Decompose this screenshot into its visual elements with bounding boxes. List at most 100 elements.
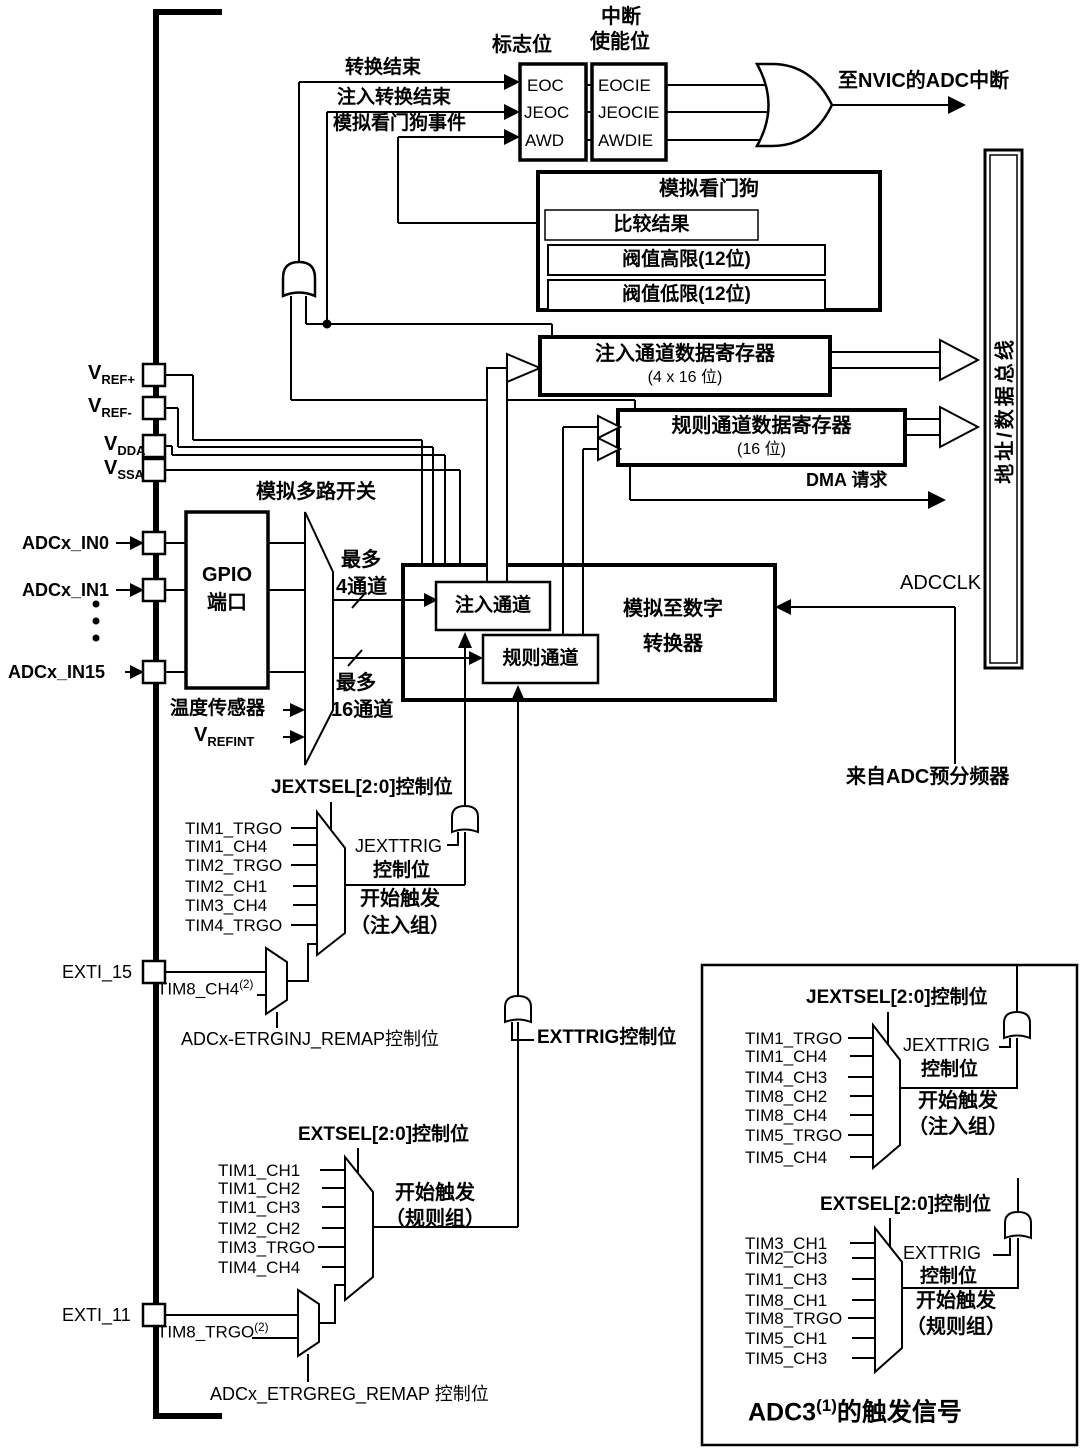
jext-input-3: TIM2_CH1 (185, 877, 268, 896)
adc3-caption: ADC3(1)的触发信号 (748, 1396, 962, 1427)
etrgreg-remap-mux (297, 1288, 320, 1358)
max16-label-1: 最多 (336, 672, 376, 694)
adc3-ext-input-3: TIM8_CH1 (745, 1291, 828, 1310)
signal-jeoc-label: 注入转换结束 (337, 87, 452, 108)
regular-data-register-box (616, 408, 907, 467)
adc3-jext-input-6: TIM5_CH4 (745, 1148, 828, 1167)
adc3-ext-input-5: TIM5_CH1 (745, 1329, 828, 1348)
adc3-extsel-label: EXTSEL[2:0]控制位 (820, 1194, 992, 1215)
adc3-trigger-box (700, 963, 1079, 1447)
max16-label-2: 16通道 (331, 699, 394, 721)
ext-input-4: TIM3_TRGO (218, 1238, 316, 1257)
temp-sensor-label: 温度传感器 (170, 698, 266, 719)
flag-jeoc: JEOC (524, 103, 570, 122)
pin-label-in15: ADCx_IN15 (8, 662, 106, 682)
adc3-inj-start-label-1: 开始触发 (918, 1090, 998, 1112)
jext-input-1: TIM1_CH4 (185, 837, 268, 856)
pin-label-in1: ADCx_IN1 (22, 580, 110, 600)
injected-channels-label: 注入通道 (454, 595, 531, 616)
watchdog-title: 模拟看门狗 (659, 178, 759, 200)
adc3-jext-input-5: TIM5_TRGO (745, 1126, 843, 1145)
injected-register-label-2: (4 x 16 位) (647, 369, 723, 386)
adc3-jext-input-4: TIM8_CH4 (745, 1106, 828, 1125)
enable-bits-title-1: 中断 (601, 6, 641, 28)
pin-label-vssa: VSSA (104, 457, 145, 482)
threshold-high-box (547, 244, 826, 276)
injected-data-register-box (538, 335, 832, 397)
exttrig-and-gate (504, 994, 532, 1024)
ellipsis-dots (92, 600, 100, 642)
ext-input-2: TIM1_CH3 (218, 1198, 301, 1217)
jext-input-2: TIM2_TRGO (185, 856, 283, 875)
tim8-ch4-label: TIM8_CH4(2) (157, 979, 254, 999)
exttrig-label: EXTTRIG控制位 (537, 1027, 677, 1048)
enable-jeocie: JEOCIE (598, 103, 660, 122)
injected-data-bus-bar (486, 367, 508, 583)
analog-mux (304, 511, 334, 766)
open-arrowheads (506, 338, 981, 462)
signal-awd-label: 模拟看门狗事件 (333, 113, 467, 134)
gpio-label-1: GPIO (201, 564, 252, 586)
jext-input-5: TIM4_TRGO (185, 916, 283, 935)
regular-register-label-1: 规则通道数据寄存器 (671, 415, 852, 437)
adc3-jexttrig-and-gate (1003, 1010, 1031, 1040)
jext-input-4: TIM3_CH4 (185, 896, 268, 915)
adc3-inj-start-label-2: （注入组） (908, 1116, 1008, 1138)
reg-start-label-1: 开始触发 (395, 1182, 475, 1204)
ext-input-0: TIM1_CH1 (218, 1161, 301, 1180)
signal-eoc-label: 转换结束 (345, 57, 422, 78)
extsel-mux (344, 1154, 374, 1303)
enable-bits-box (590, 62, 668, 162)
adc3-reg-start-label-2: （规则组） (906, 1316, 1006, 1338)
injected-channels-box (434, 580, 552, 632)
adc3-ext-input-2: TIM1_CH3 (745, 1270, 828, 1289)
jexttrig-label-1: JEXTTRIG (355, 836, 443, 856)
reg-start-label-2: （规则组） (385, 1208, 485, 1230)
etrginj-remap-mux (265, 946, 288, 1016)
solid-arrowheads (130, 74, 966, 744)
flag-awd: AWD (525, 131, 565, 150)
ext-input-5: TIM4_CH4 (218, 1258, 301, 1277)
inj-start-label-2: （注入组） (350, 915, 450, 937)
flag-bits-title: 标志位 (492, 34, 552, 56)
address-data-bus-label: 地址/数据总线 (994, 337, 1017, 484)
jext-input-0: TIM1_TRGO (185, 819, 283, 838)
pin-label-in0: ADCx_IN0 (22, 533, 110, 553)
or-gate (754, 62, 834, 148)
etrgreg-remap-label: ADCx_ETRGREG_REMAP 控制位 (210, 1384, 489, 1404)
flag-eoc: EOC (527, 76, 564, 95)
etrginj-remap-label: ADCx-ETRGINJ_REMAP控制位 (181, 1029, 440, 1049)
pin-label-exti11: EXTI_11 (62, 1305, 131, 1325)
analog-mux-label: 模拟多路开关 (256, 481, 376, 503)
junction-dot (322, 319, 332, 329)
converter-label-2: 转换器 (643, 633, 703, 655)
enable-awdie: AWDIE (598, 131, 654, 150)
inj-start-label-1: 开始触发 (360, 888, 440, 910)
io-pins (141, 362, 167, 1328)
adc3-jextsel-label: JEXTSEL[2:0]控制位 (806, 987, 988, 1008)
threshold-low-box (547, 279, 826, 311)
enable-eocie: EOCIE (598, 76, 651, 95)
injected-register-label-1: 注入通道数据寄存器 (595, 343, 775, 365)
converter-label-1: 模拟至数字 (623, 598, 723, 620)
adc3-jext-input-1: TIM1_CH4 (745, 1047, 828, 1066)
to-nvic-label: 至NVIC的ADC中断 (838, 70, 1010, 92)
pin-label-vdda: VDDA (104, 433, 146, 458)
gpio-port-box (184, 510, 270, 690)
adc3-jext-input-0: TIM1_TRGO (745, 1029, 843, 1048)
max4-label-2: 4通道 (336, 576, 388, 598)
adc3-exttrig-label-1: EXTTRIG (903, 1243, 982, 1263)
compare-result-box (544, 209, 759, 241)
eoc-or-gate (281, 260, 317, 298)
ext-input-3: TIM2_CH2 (218, 1219, 301, 1238)
prescaler-label: 来自ADC预分频器 (846, 766, 1010, 788)
pin-label-exti15: EXTI_15 (62, 962, 133, 982)
regular-channels-label: 规则通道 (502, 648, 579, 669)
tim8-trgo-label: TIM8_TRGO(2) (157, 1322, 269, 1342)
adc3-jext-input-2: TIM4_CH3 (745, 1068, 828, 1087)
module-boundary-bracket (153, 9, 222, 1419)
pin-label-vref-minus: VREF- (88, 395, 132, 420)
wires (116, 81, 1019, 1382)
pin-label-vref-plus: VREF+ (88, 362, 135, 387)
